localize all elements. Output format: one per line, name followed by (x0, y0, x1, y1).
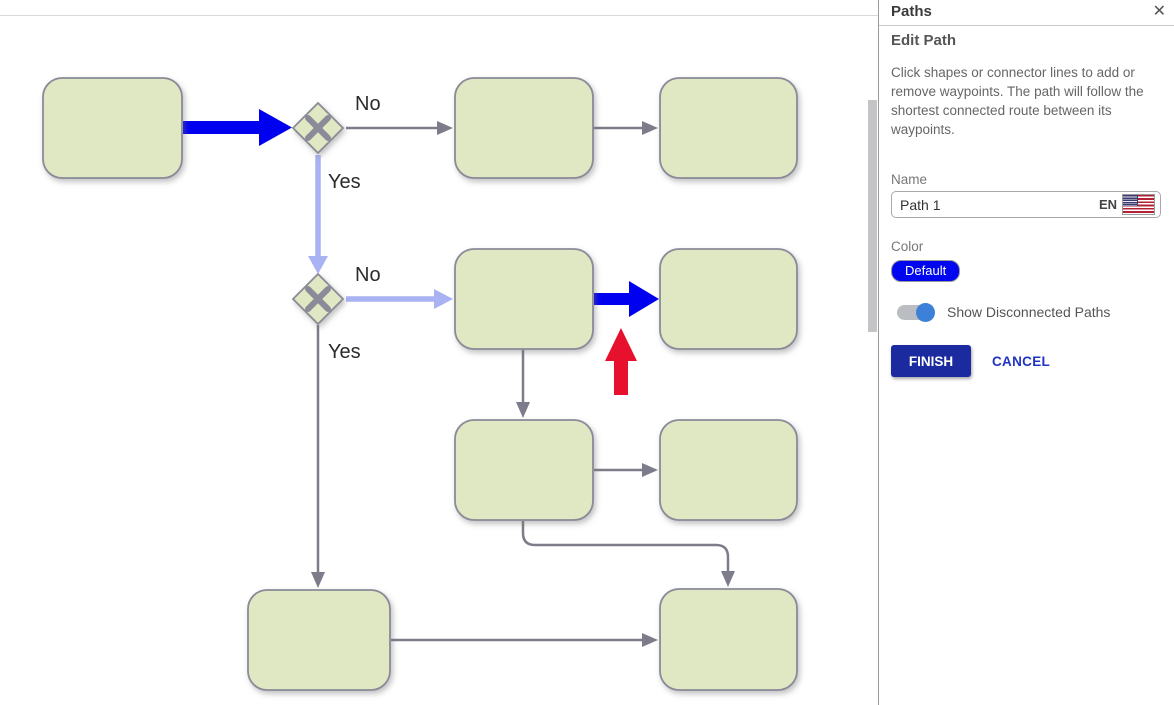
cancel-button[interactable]: CANCEL (992, 353, 1051, 369)
attention-arrow-annotation (605, 328, 637, 395)
panel-header: Paths ✕ (879, 0, 1174, 26)
flow-node-5[interactable] (659, 248, 798, 350)
button-row: FINISH CANCEL (891, 345, 1160, 377)
highlight-arrow-node4-to-node5[interactable] (594, 281, 659, 317)
toggle-label: Show Disconnected Paths (947, 304, 1111, 320)
close-icon[interactable]: ✕ (1152, 3, 1166, 20)
diagram-canvas[interactable]: No Yes No Yes (0, 0, 878, 705)
name-field-label: Name (891, 172, 928, 187)
color-field-group: Color Default (891, 239, 1160, 282)
flow-node-4[interactable] (454, 248, 594, 350)
highlight-arrow-node1-to-decision1[interactable] (183, 109, 292, 146)
panel-body: Edit Path Click shapes or connector line… (879, 26, 1174, 377)
flow-node-9[interactable] (659, 588, 798, 691)
color-default-badge[interactable]: Default (891, 260, 961, 282)
connector-node6-to-node9-elbow[interactable] (521, 521, 735, 587)
vertical-scrollbar-thumb[interactable] (868, 100, 877, 332)
flow-node-8[interactable] (247, 589, 391, 691)
highlight-arrowhead-down (308, 256, 328, 274)
path-name-input[interactable] (891, 191, 1161, 218)
paths-panel: Paths ✕ Edit Path Click shapes or connec… (878, 0, 1174, 705)
edit-path-heading: Edit Path (891, 32, 957, 49)
toggle-row: Show Disconnected Paths (891, 302, 1160, 322)
highlighted-path-light-segments (308, 155, 453, 309)
edge-label-yes-2: Yes (328, 341, 361, 363)
flow-node-1[interactable] (42, 77, 183, 179)
highlight-arrowhead-right (434, 289, 453, 309)
flow-node-6[interactable] (454, 419, 594, 521)
flowchart-canvas: No Yes No Yes (42, 77, 798, 691)
us-flag-icon (1122, 194, 1155, 215)
edit-path-description: Click shapes or connector lines to add o… (891, 65, 1144, 137)
toggle-knob (916, 302, 935, 322)
color-field-label: Color (891, 239, 924, 254)
flow-node-2[interactable] (454, 77, 594, 179)
panel-title: Paths (891, 3, 932, 20)
flow-node-7[interactable] (659, 419, 798, 521)
flow-node-3[interactable] (659, 77, 798, 179)
finish-button[interactable]: FINISH (891, 345, 971, 377)
language-selector[interactable]: EN (1099, 194, 1155, 215)
show-disconnected-paths-toggle[interactable] (897, 302, 935, 322)
edge-label-no-2: No (355, 264, 381, 286)
decision-x-icon (305, 115, 331, 312)
language-code: EN (1098, 197, 1117, 212)
edge-label-yes-1: Yes (328, 171, 361, 193)
name-field-wrap: EN (891, 191, 1161, 218)
edge-label-no-1: No (355, 93, 381, 115)
canvas-top-divider (0, 15, 878, 16)
